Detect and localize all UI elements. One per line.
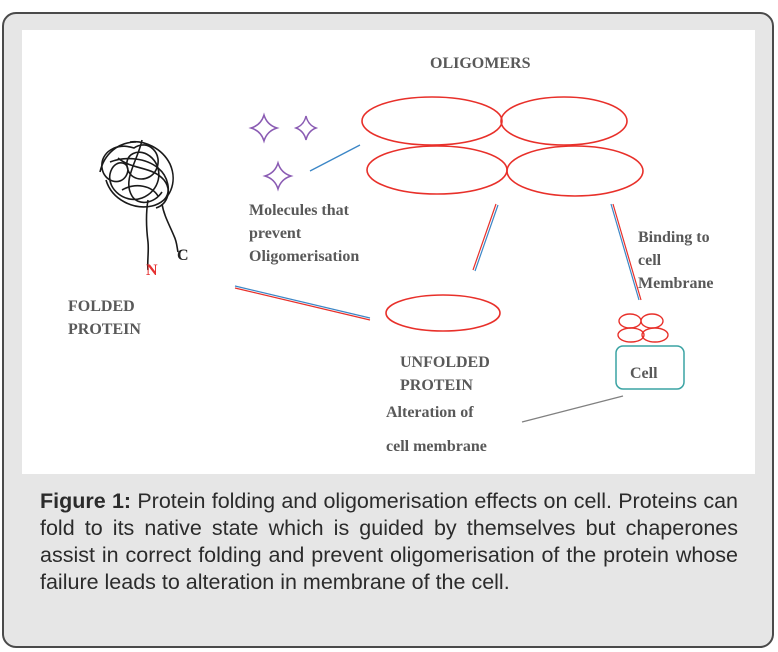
oligomer-cluster [361, 96, 644, 197]
alteration-label-line2: cell membrane [386, 438, 487, 455]
connector-inhibitor [309, 144, 361, 172]
unfolded-protein-label-line2: PROTEIN [400, 377, 473, 394]
binding-label-line2: cell [638, 252, 662, 269]
star-3 [262, 160, 294, 192]
bound-oligomers [617, 313, 669, 343]
caption-prefix: Figure 1: [40, 489, 132, 513]
bound-ellipse-1 [618, 313, 642, 329]
inhibitor-label-line3: Oligomerisation [249, 248, 360, 265]
inhibitor-molecules [248, 112, 319, 192]
connector-cell-alteration [521, 395, 624, 423]
top-text-fragment [0, 0, 778, 6]
diagram-graphic [99, 96, 685, 423]
folded-protein-label-line2: PROTEIN [68, 321, 141, 338]
bound-ellipse-2 [640, 313, 664, 329]
unfolded-protein-ellipse [385, 294, 501, 332]
binding-label-line3: Membrane [638, 275, 714, 292]
oligomer-ellipse-2 [500, 96, 628, 146]
inhibitor-label-line1: Molecules that [249, 202, 349, 219]
oligomer-ellipse-1 [361, 96, 503, 146]
oligomers-title: OLIGOMERS [430, 55, 531, 72]
cell-box [615, 345, 685, 390]
alteration-label-line1: Alteration of [386, 404, 474, 421]
connector-binding-b [612, 203, 642, 301]
connector-oligomer-unfolded-a [472, 203, 497, 271]
connector-oligomer-unfolded-b [474, 204, 499, 272]
folded-protein-label-line1: FOLDED [68, 298, 135, 315]
caption-text: Protein folding and oligomerisation effe… [40, 489, 738, 594]
bound-ellipse-4 [641, 327, 669, 343]
star-1 [248, 112, 280, 144]
connectors [234, 144, 642, 423]
unfolded-protein-label-line1: UNFOLDED [400, 354, 490, 371]
inhibitor-label-line2: prevent [249, 225, 302, 242]
n-terminus-label: N [146, 262, 158, 279]
cell-label: Cell [630, 365, 658, 382]
oligomer-ellipse-3 [366, 145, 508, 195]
folded-protein-scribble [99, 139, 179, 271]
star-2 [293, 115, 319, 141]
bound-ellipse-3 [617, 327, 645, 343]
connector-folded-unfolded-b [234, 287, 371, 321]
connector-folded-unfolded-a [234, 285, 371, 319]
connector-binding-a [610, 203, 640, 301]
binding-label-line1: Binding to [638, 229, 710, 246]
figure-caption: Figure 1: Protein folding and oligomeris… [40, 488, 738, 596]
diagram: OLIGOMERS C N FOLDED PROTEIN Molecules t… [22, 30, 755, 474]
c-terminus-label: C [177, 247, 189, 264]
oligomer-ellipse-4 [506, 145, 644, 197]
